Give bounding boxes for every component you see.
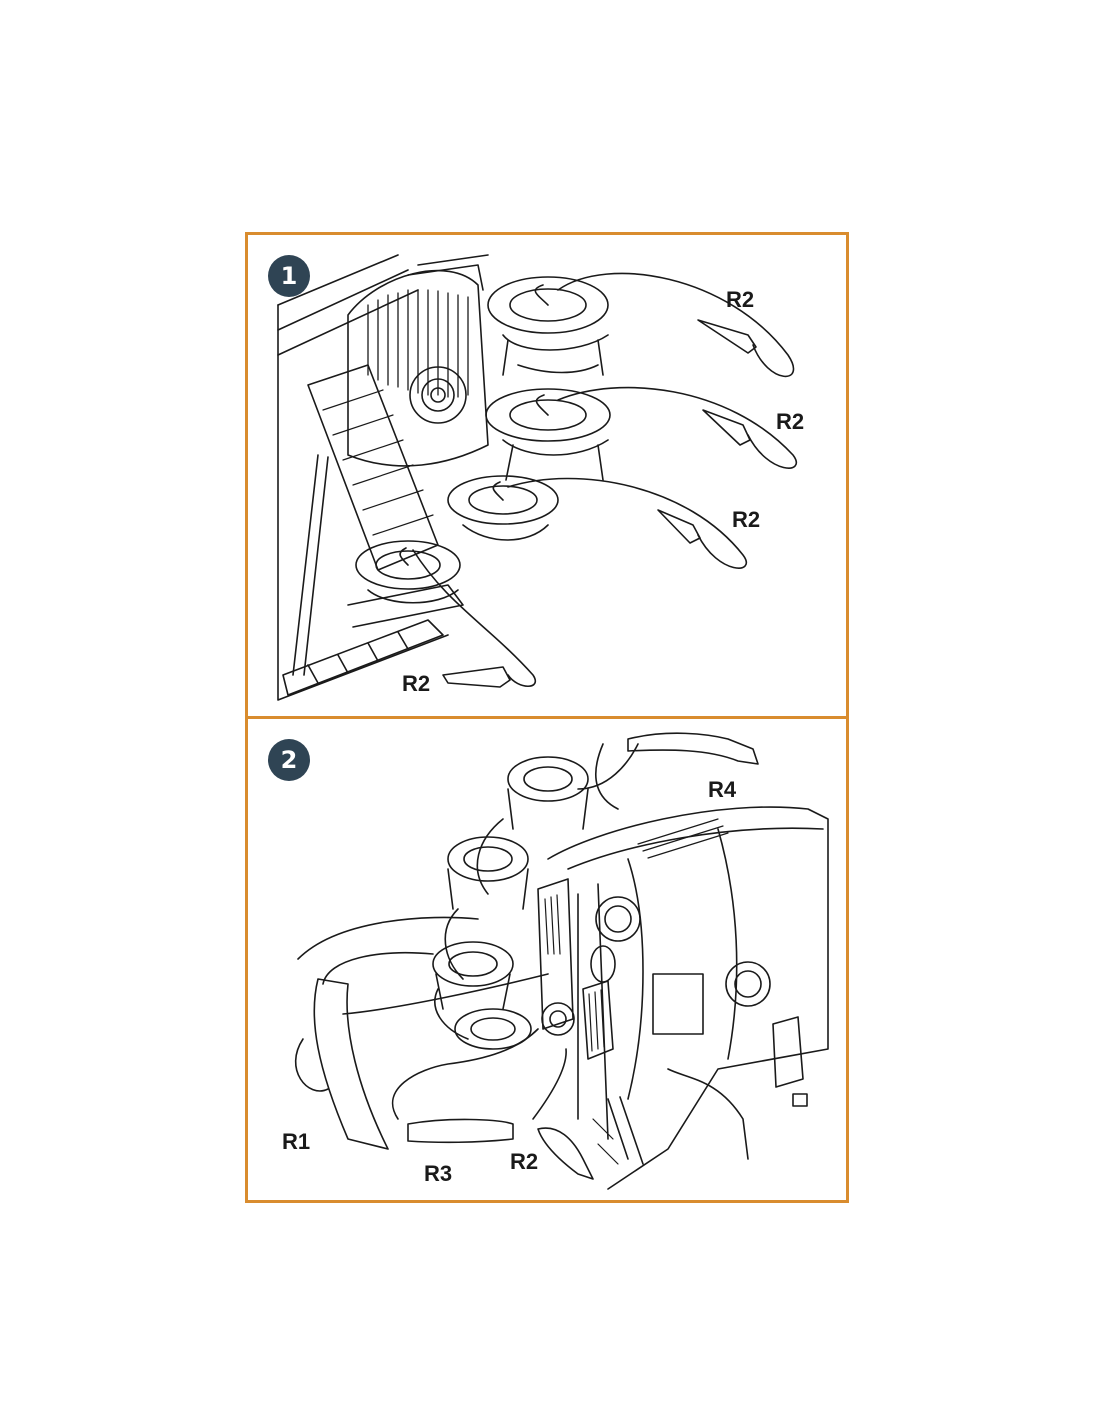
part-label-r1: R1 xyxy=(282,1129,311,1154)
step-2-engine-illustration xyxy=(248,719,846,1200)
step-number-badge: 2 xyxy=(268,739,310,781)
part-label-r4: R4 xyxy=(708,777,737,802)
step-number-badge: 1 xyxy=(268,255,310,297)
step-1-engine-illustration xyxy=(248,235,846,716)
part-label-r2: R2 xyxy=(776,409,805,434)
step-number: 1 xyxy=(280,262,298,290)
part-label-r2: R2 xyxy=(726,287,755,312)
part-label-r2: R2 xyxy=(732,507,761,532)
step-1-panel: 1 R2 R2 R2 R2 xyxy=(245,232,849,719)
step-2-panel: 2 R4 R1 R3 R2 xyxy=(245,716,849,1203)
part-label-r3: R3 xyxy=(424,1161,453,1186)
part-label-r2: R2 xyxy=(402,671,431,696)
part-label-r2: R2 xyxy=(510,1149,539,1174)
step-number: 2 xyxy=(280,746,298,774)
